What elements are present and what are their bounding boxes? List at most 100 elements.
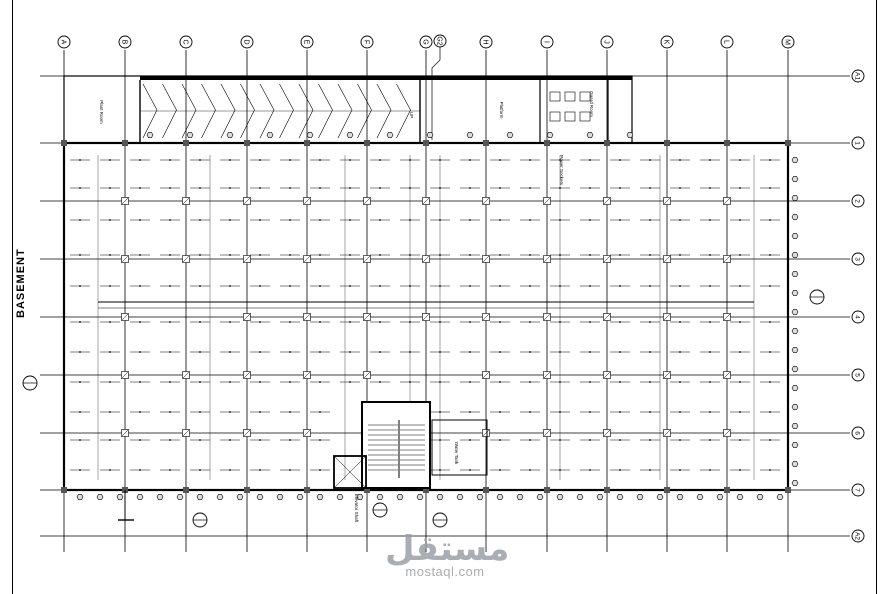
perimeter-light-marker <box>791 176 799 182</box>
parking-stall-node <box>649 285 651 287</box>
parking-stall-node <box>739 351 741 353</box>
parking-stall-node <box>229 469 231 471</box>
parking-stall-node <box>769 285 771 287</box>
parking-stall-node <box>319 321 321 323</box>
parking-stall-node <box>139 254 141 256</box>
grid-bubble-f <box>360 35 374 49</box>
parking-stall-node <box>739 381 741 383</box>
parking-stall-node <box>259 159 261 161</box>
parking-stall-node <box>109 187 111 189</box>
parking-stall-node <box>169 159 171 161</box>
ramp-chevron <box>279 83 294 139</box>
column-hatch <box>121 197 129 205</box>
parking-stall-node <box>589 469 591 471</box>
perimeter-light-marker <box>196 494 204 500</box>
parking-stall-node <box>589 187 591 189</box>
parking-stall-node <box>619 159 621 161</box>
parking-stall-node <box>589 159 591 161</box>
watermark-latin: mostaql.com <box>405 564 485 579</box>
parking-stall-node <box>709 219 711 221</box>
grid-label-row-5: 5 <box>854 373 861 377</box>
perimeter-light-marker <box>346 132 354 138</box>
parking-stall-node <box>229 321 231 323</box>
parking-stall-node <box>469 351 471 353</box>
parking-stall-node <box>499 439 501 441</box>
structural-column <box>604 140 610 146</box>
perimeter-light-marker <box>616 494 624 500</box>
structural-column <box>304 487 310 493</box>
parking-stall-node <box>499 285 501 287</box>
parking-stall-node <box>499 219 501 221</box>
column-hatch <box>482 313 490 321</box>
grid-label-row-4: 4 <box>854 315 861 319</box>
structural-column <box>544 487 550 493</box>
parking-stall-node <box>709 187 711 189</box>
grid-bubble-h <box>479 35 493 49</box>
parking-stall-node <box>169 351 171 353</box>
parking-stall-node <box>649 469 651 471</box>
parking-stall-node <box>79 381 81 383</box>
parking-stall-node <box>769 411 771 413</box>
parking-stall-node <box>79 219 81 221</box>
grid-label-g: G <box>421 39 428 44</box>
perimeter-light-marker <box>791 290 799 296</box>
grid-label-h: H <box>481 39 488 44</box>
grid-bubble-row-a1 <box>851 69 865 83</box>
perimeter-light-marker <box>136 494 144 500</box>
parking-stall-node <box>589 351 591 353</box>
perimeter-light-marker <box>791 195 799 201</box>
perimeter-light-marker <box>791 480 799 486</box>
perimeter-light-marker <box>756 494 764 500</box>
parking-stall-node <box>649 351 651 353</box>
perimeter-light-marker <box>791 252 799 258</box>
parking-stall-node <box>619 219 621 221</box>
perimeter-light-marker <box>336 494 344 500</box>
parking-stall-node <box>499 321 501 323</box>
parking-stall-node <box>619 187 621 189</box>
parking-stall-node <box>349 321 351 323</box>
parking-stall-node <box>379 254 381 256</box>
grid-label-e: E <box>302 40 309 45</box>
structural-column <box>483 487 489 493</box>
structural-column <box>664 487 670 493</box>
parking-stall-node <box>379 321 381 323</box>
grid-label-c: C <box>181 39 188 44</box>
column-hatch <box>543 255 551 263</box>
column-hatch <box>182 429 190 437</box>
structural-column <box>724 487 730 493</box>
structural-column <box>364 487 370 493</box>
parking-stall-node <box>529 187 531 189</box>
perimeter-light-marker <box>791 347 799 353</box>
parking-stall-node <box>229 254 231 256</box>
toilet-fixture <box>564 91 576 102</box>
ramp-chevron <box>396 83 411 139</box>
room-label: Water Tank <box>454 442 459 465</box>
column-hatch <box>723 255 731 263</box>
parking-stall-node <box>709 469 711 471</box>
perimeter-light-marker <box>791 385 799 391</box>
grid-label-m: M <box>783 39 790 45</box>
structural-column <box>724 140 730 146</box>
column-hatch <box>723 313 731 321</box>
parking-stall-node <box>199 469 201 471</box>
parking-stall-node <box>319 411 321 413</box>
parking-stall-node <box>199 285 201 287</box>
column-hatch <box>543 371 551 379</box>
toilet-fixture <box>549 91 561 102</box>
parking-stall-node <box>379 159 381 161</box>
parking-stall-node <box>169 439 171 441</box>
perimeter-light-marker <box>791 461 799 467</box>
parking-stall-node <box>469 254 471 256</box>
grid-bubble-e <box>300 35 314 49</box>
ramp-chevron <box>181 83 197 139</box>
parking-stall-node <box>139 321 141 323</box>
perimeter-light-marker <box>791 214 799 220</box>
parking-stall-node <box>259 351 261 353</box>
parking-stall-node <box>79 321 81 323</box>
grid-bubble-a <box>57 35 71 49</box>
column-hatch <box>303 429 311 437</box>
perimeter-light-marker <box>576 494 584 500</box>
perimeter-light-marker <box>236 494 244 500</box>
